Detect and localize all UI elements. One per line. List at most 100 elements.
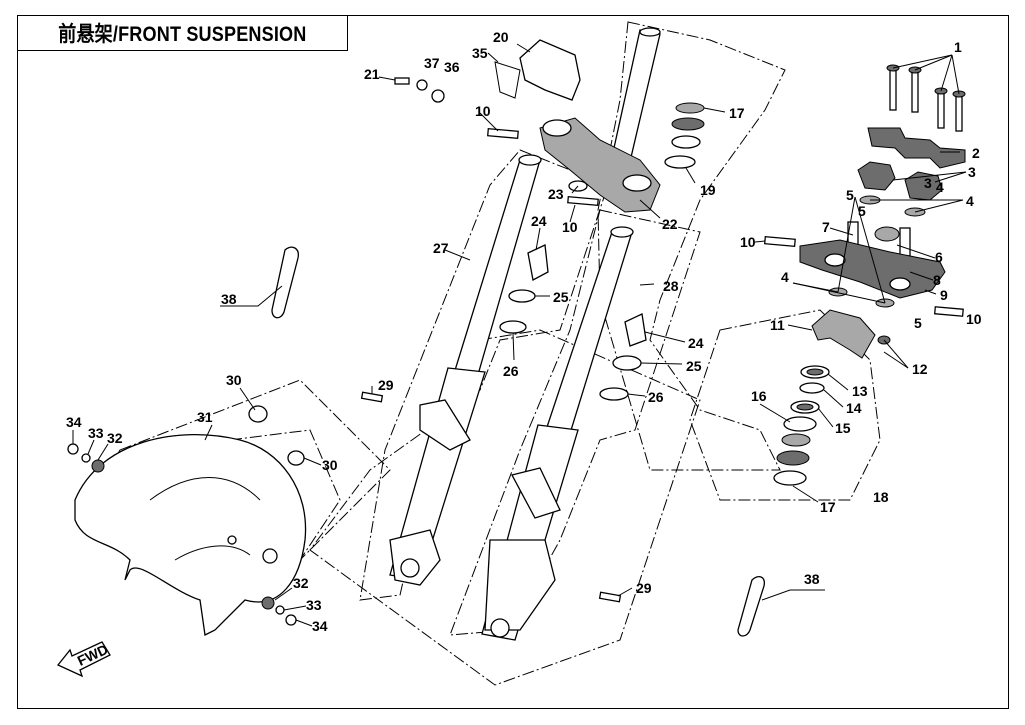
fork-left-outline [359,149,609,601]
steering-group-outline [597,21,786,471]
washer-34-right [285,614,297,626]
wire-clip-35 [494,61,521,99]
callout-3b: 3 [924,175,932,191]
front-fender [74,434,307,636]
callout-labels: 1 2 3 3 4 4 4 5 5 5 6 7 8 9 10 10 10 10 … [66,29,982,634]
callout-7: 7 [822,219,830,235]
right-fork-inner-tube [543,231,633,441]
callout-22: 22 [662,216,678,232]
callout-19: 19 [700,182,716,198]
clip-24-left [527,244,549,281]
callout-32a: 32 [107,430,123,446]
bearing-race-17a [781,433,811,447]
callout-10b: 10 [966,311,982,327]
callout-12: 12 [912,361,928,377]
callout-4a: 4 [966,193,974,209]
bracket-group [394,39,581,103]
callout-13: 13 [852,383,868,399]
bolt-10-a [487,127,519,139]
callout-35: 35 [472,45,488,61]
callout-3a: 3 [968,164,976,180]
oil-seal-26-right [599,387,629,401]
callout-36: 36 [444,59,460,75]
callout-32b: 32 [293,575,309,591]
page-title: 前悬架/FRONT SUSPENSION [57,22,307,46]
nut-36 [431,89,445,103]
washer-34-left [67,443,79,455]
reflector-38-right [737,575,765,637]
callout-11: 11 [770,317,785,333]
right-fork-bracket [511,467,561,519]
left-fork-bracket [419,399,471,451]
handlebar-clamp-lower-left [857,161,896,191]
callout-4c: 4 [936,179,944,195]
bolt-10-b [567,195,599,207]
callout-24a: 24 [531,213,547,229]
washer-33-right [275,605,285,615]
nut-32-right [261,596,275,610]
bracket-20 [519,39,581,101]
dust-seal-25-right [612,355,642,371]
bearing-race-17c [773,470,807,486]
callout-26a: 26 [503,363,519,379]
callout-2: 2 [972,145,980,161]
ball-bearing-17b [776,450,810,466]
callout-10c: 10 [475,103,491,119]
seal-16 [783,416,817,432]
drawing-frame [17,15,1009,709]
callout-16: 16 [751,388,767,404]
bearing-set-17-upper [664,102,705,169]
callout-30a: 30 [226,372,242,388]
callout-29a: 29 [378,377,394,393]
callout-5a: 5 [846,187,854,203]
callout-25b: 25 [686,358,702,374]
top-clamp-group [764,64,966,359]
leader-lines [72,43,967,627]
callout-38a: 38 [221,291,237,307]
washer-37 [416,79,428,91]
title-box: 前悬架/FRONT SUSPENSION [17,15,348,51]
callout-25a: 25 [553,289,569,305]
callout-1: 1 [954,39,962,55]
bolt-10-left [764,235,796,247]
callout-27: 27 [433,240,449,256]
callout-24b: 24 [688,335,704,351]
stem-outline [689,309,881,501]
handlebar-clamp-lower-right [904,171,943,201]
callout-31: 31 [197,409,213,425]
clip-24-right [624,313,647,347]
nut-6 [874,226,900,242]
callout-23: 23 [548,186,564,202]
stud-7b [899,227,911,257]
callout-5b: 5 [914,315,922,331]
washer-14 [799,382,825,394]
nut-32-left [91,459,105,473]
washer-33-left [81,453,91,463]
fender-hardware [67,405,305,626]
bolt-29-right [598,591,622,603]
callout-8: 8 [933,272,941,288]
callout-6: 6 [935,249,943,265]
seal-19 [664,155,696,169]
clamp-30-lower [287,450,305,466]
callout-34a: 34 [66,414,82,430]
callout-20: 20 [493,29,509,45]
callout-14: 14 [846,400,862,416]
right-fork-axle-lug [484,539,556,631]
callout-21: 21 [364,66,380,82]
stem-bearing-stack [773,365,830,486]
callout-5c: 5 [858,203,866,219]
fwd-label: FWD [75,641,111,669]
dust-seal-25-left [508,289,536,303]
callout-17a: 17 [729,105,745,121]
callout-28: 28 [663,278,679,294]
oil-seal-26-left [499,320,527,334]
callout-4b: 4 [781,269,789,285]
fender-body [74,434,307,636]
callout-10a: 10 [740,234,756,250]
callout-26b: 26 [648,389,664,405]
callout-9: 9 [940,287,948,303]
fwd-arrow: FWD [56,641,111,678]
bolt-29-left [360,391,384,403]
callout-29b: 29 [636,580,652,596]
